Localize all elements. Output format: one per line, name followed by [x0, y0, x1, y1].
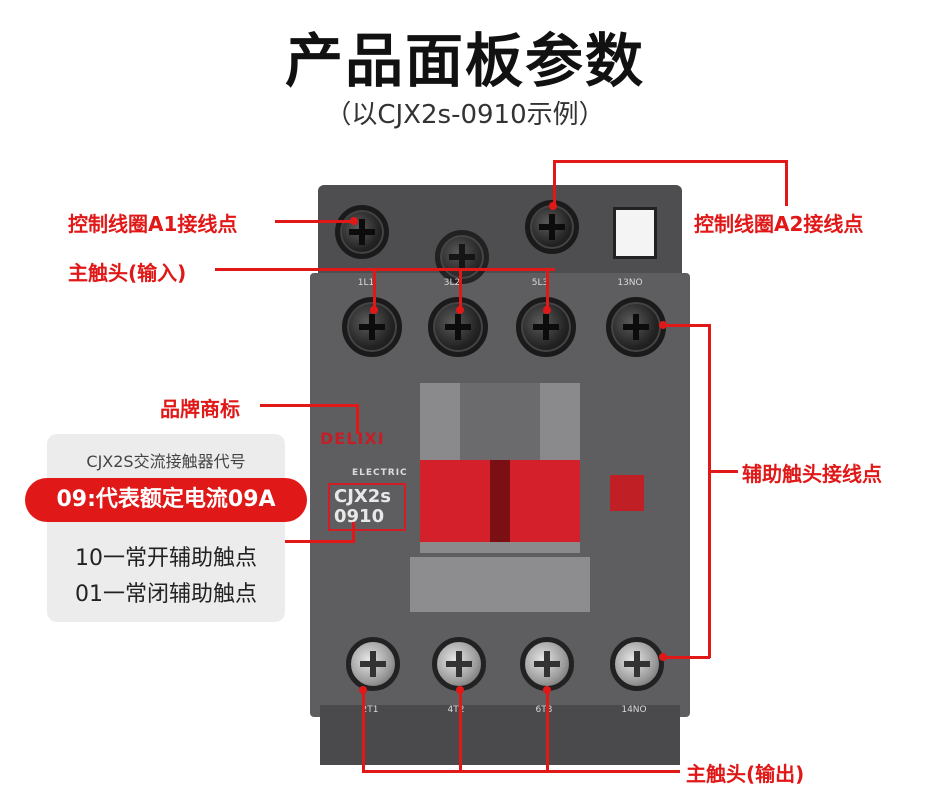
coil-slot [613, 207, 657, 259]
rated-current-badge: 09:代表额定电流09A [25, 478, 307, 522]
aux-input-screw-icon [606, 297, 666, 357]
page-subtitle: （以CJX2s-0910示例） [325, 100, 605, 130]
contactor-device: 1L1 3L2 5L3 13NO DELIXI ELECTRIC CJX2s 0… [310, 185, 690, 765]
callout-aux-contact: 辅助触头接线点 [742, 462, 882, 486]
terminal-label: 1L1 [357, 278, 375, 288]
coil-a1-screw-icon [335, 205, 389, 259]
aux-nc-description: 01一常闭辅助触点 [75, 582, 257, 607]
main-output-screw-icon [432, 637, 486, 691]
terminal-label: 3L2 [443, 278, 461, 288]
terminal-label: 13NO [617, 278, 643, 288]
terminal-label: 6T3 [535, 705, 553, 715]
model-line-1: CJX2s [334, 486, 392, 507]
brand-logo: DELIXI [320, 429, 385, 448]
terminal-label: 2T1 [361, 705, 379, 715]
coil-screw-icon [435, 230, 489, 284]
aux-output-screw-icon [610, 637, 664, 691]
armature-base [410, 557, 590, 612]
callout-coil-a2: 控制线圈A2接线点 [694, 212, 864, 236]
aux-indicator-window [610, 475, 644, 511]
callout-coil-a1: 控制线圈A1接线点 [68, 212, 238, 236]
callout-brand: 品牌商标 [160, 397, 240, 421]
main-output-screw-icon [346, 637, 400, 691]
main-output-screw-icon [520, 637, 574, 691]
callout-main-input: 主触头(输入) [68, 261, 187, 285]
terminal-label: 5L3 [531, 278, 549, 288]
model-line-2: 0910 [334, 506, 385, 527]
device-bottom-housing [320, 705, 680, 765]
terminal-label: 4T2 [447, 705, 465, 715]
armature-slot [460, 383, 540, 463]
armature-gap [490, 460, 510, 542]
model-code-description: CJX2S交流接触器代号 [86, 452, 246, 471]
brand-sub-logo: ELECTRIC [352, 468, 408, 478]
terminal-label: 14NO [621, 705, 647, 715]
page-title: 产品面板参数 [284, 27, 645, 95]
model-plate: CJX2s 0910 [328, 483, 406, 531]
aux-no-description: 10一常开辅助触点 [75, 546, 257, 571]
callout-main-output: 主触头(输出) [686, 762, 805, 786]
model-info-card: CJX2S交流接触器代号 09:代表额定电流09A 10一常开辅助触点 01一常… [25, 434, 307, 622]
